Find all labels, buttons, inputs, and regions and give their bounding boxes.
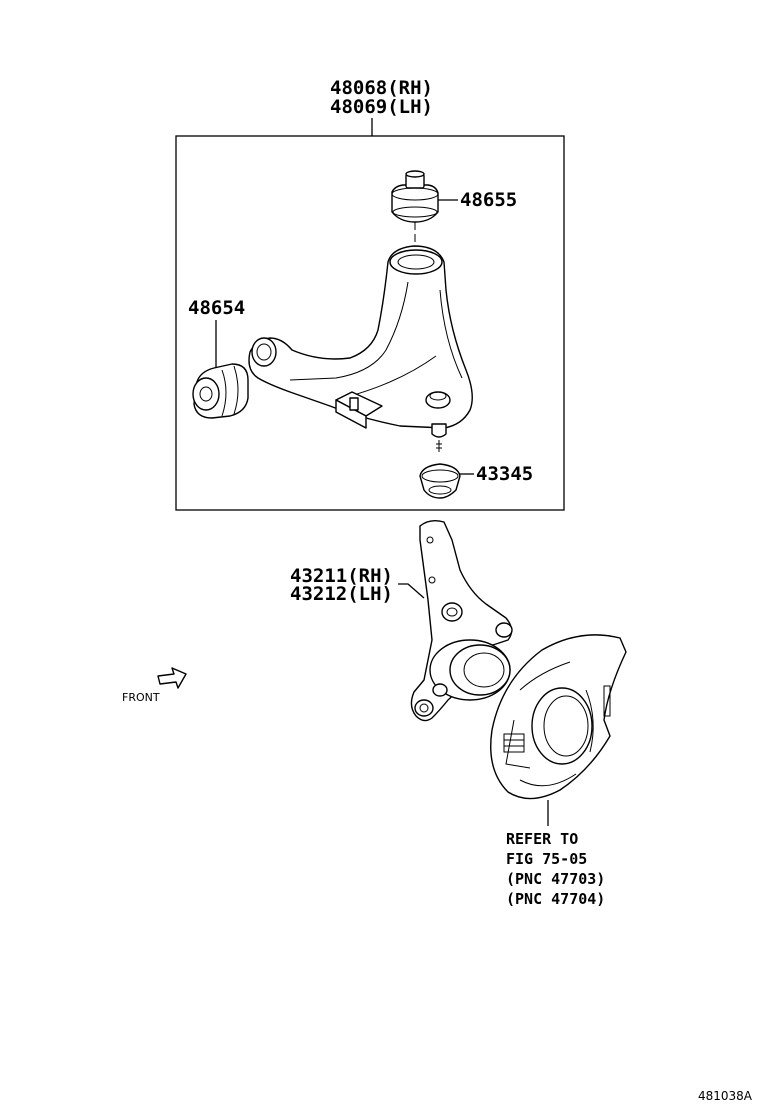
assembly-label-rh: 48068(RH) [330, 77, 433, 99]
ball-joint-label: 48655 [460, 189, 517, 211]
knuckle-label-rh: 43211(RH) [290, 565, 393, 587]
dust-cover-part [490, 634, 627, 800]
bushing-part [192, 363, 249, 419]
assembly-label-lh: 48069(LH) [330, 96, 433, 118]
knuckle-label-lh: 43212(LH) [290, 583, 393, 605]
ball-joint-part [391, 170, 439, 242]
knuckle-leader [398, 583, 425, 599]
front-label: FRONT [122, 691, 160, 704]
lower-arm-part [248, 245, 473, 452]
refer-note-line2: FIG 75-05 [506, 850, 587, 868]
bushing-label: 48654 [188, 297, 245, 319]
boot-part [419, 463, 461, 499]
refer-note-line4: (PNC 47704) [506, 890, 605, 908]
knuckle-part [410, 519, 513, 722]
assembly-box [175, 135, 565, 511]
refer-note-line3: (PNC 47703) [506, 870, 605, 888]
boot-label: 43345 [476, 463, 533, 485]
diagram-id: 481038A [698, 1089, 753, 1103]
front-arrow-icon [157, 667, 187, 689]
refer-note-line1: REFER TO [506, 830, 578, 848]
